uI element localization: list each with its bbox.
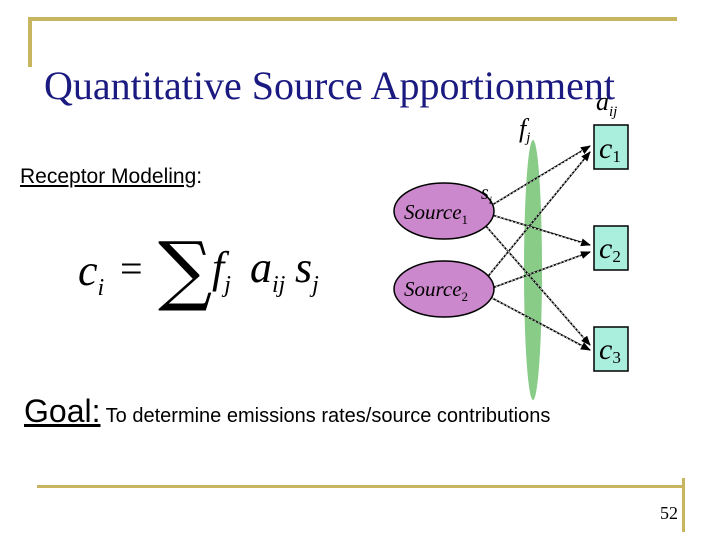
svg-text:∑: ∑ bbox=[158, 225, 212, 314]
receptor-c1-box bbox=[593, 124, 629, 170]
svg-text:=: = bbox=[120, 246, 143, 291]
receptor-c1-label: c1 bbox=[599, 132, 621, 166]
label-a-ij: aij bbox=[596, 87, 617, 120]
receptor-c3-label: c3 bbox=[599, 333, 621, 367]
label-s-i: si bbox=[481, 182, 492, 207]
source-2-ellipse bbox=[393, 260, 495, 318]
equation: ci = ∑ fj aij sj bbox=[78, 225, 319, 314]
frame-top-line bbox=[28, 17, 677, 21]
frame-right-line bbox=[682, 478, 685, 532]
filter-band bbox=[524, 140, 542, 400]
arrow-dash-overlay bbox=[484, 149, 585, 347]
label-f-j: fj bbox=[519, 114, 530, 146]
subheading: Receptor Modeling: bbox=[20, 165, 202, 189]
source-1-ellipse bbox=[393, 182, 495, 240]
svg-text:sj: sj bbox=[295, 243, 319, 298]
page-number: 52 bbox=[660, 503, 678, 523]
subheading-colon: : bbox=[196, 165, 203, 188]
goal-statement: Goal: To determine emissions rates/sourc… bbox=[24, 393, 550, 430]
receptor-c3-box bbox=[593, 326, 629, 372]
svg-text:aij: aij bbox=[250, 243, 286, 298]
subheading-text: Receptor Modeling bbox=[20, 165, 197, 188]
svg-text:ci: ci bbox=[78, 246, 104, 301]
frame-left-line bbox=[28, 17, 32, 67]
receptor-c2-box bbox=[593, 225, 629, 271]
goal-label: Goal: bbox=[24, 393, 101, 429]
source-2-label: Source2 bbox=[404, 277, 468, 304]
frame-bottom-line bbox=[37, 485, 685, 488]
svg-text:fj: fj bbox=[212, 243, 231, 298]
slide-title: Quantitative Source Apportionment bbox=[44, 63, 615, 108]
source-1-label: Source1 bbox=[404, 200, 468, 227]
receptor-c2-label: c2 bbox=[599, 232, 621, 266]
goal-text: To determine emissions rates/source cont… bbox=[100, 405, 551, 427]
